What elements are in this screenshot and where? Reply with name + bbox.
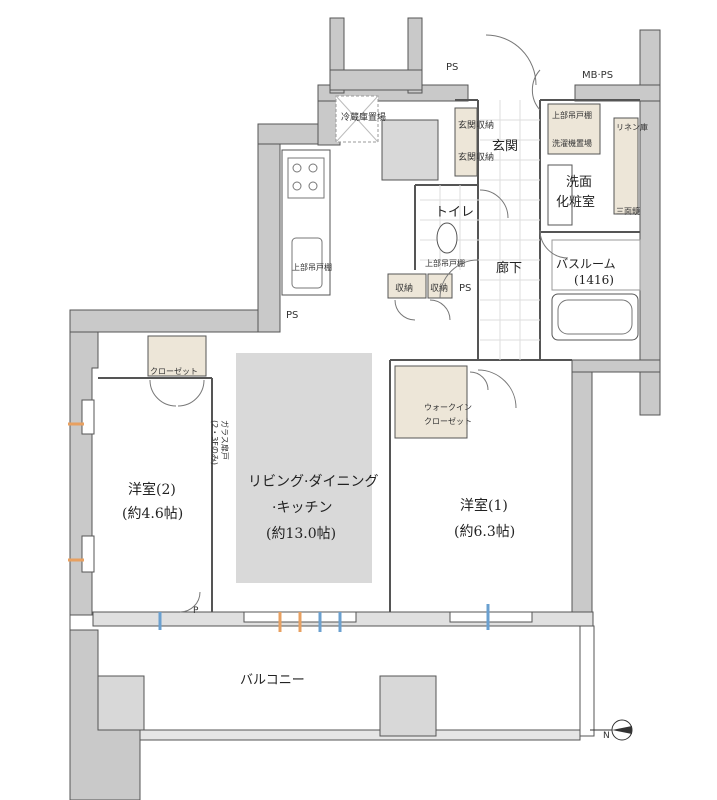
closet-door-left <box>149 379 177 407</box>
western2-window-upper <box>81 399 95 435</box>
bath-label-line1: バスルーム <box>556 257 616 271</box>
glass-door-label-2: (2・3Fのみ) <box>210 420 219 465</box>
door-swings <box>149 34 569 613</box>
western2-size: (約4.6帖) <box>122 506 183 522</box>
ldk-size: (約13.0帖) <box>266 526 336 542</box>
wall-kitchen-left <box>257 123 281 333</box>
p-mark: P <box>193 606 199 616</box>
washbasin <box>547 164 573 226</box>
linen-label: リネン庫 <box>616 122 648 132</box>
linen-storage <box>613 117 639 215</box>
western1-window <box>449 611 533 623</box>
washer-label: 洗濯機置場 <box>552 138 592 148</box>
walkin-label-line2: クローゼット <box>424 416 472 426</box>
western1-size: (約6.3帖) <box>454 524 515 540</box>
balcony-rail <box>139 729 581 741</box>
wall-right-top <box>639 29 661 91</box>
front-door <box>485 34 537 86</box>
fridge-label: 冷蔵庫置場 <box>341 111 386 123</box>
storage-door <box>429 299 451 321</box>
walkin-closet <box>394 365 468 439</box>
washroom-label-line1: 洗面 <box>566 175 592 190</box>
ldk-highlight <box>236 353 372 583</box>
bathtub-inner <box>557 299 633 335</box>
ps-left-label: PS <box>286 310 298 321</box>
burner-icon <box>292 181 302 191</box>
storage-a <box>387 273 427 299</box>
ps-top-label: PS <box>446 62 458 73</box>
structural-column <box>381 119 439 181</box>
ventilation-markers <box>68 422 490 632</box>
upper-shelf-wash-label: 上部吊戸棚 <box>552 110 592 120</box>
burner-icon <box>308 163 318 173</box>
entrance-label: 玄関 <box>492 139 518 154</box>
closet-label: クローゼット <box>150 366 198 376</box>
burner-icon <box>292 163 302 173</box>
balcony-column-left <box>97 675 145 731</box>
fridge-cross <box>335 95 379 143</box>
ldk-label-line2: ·キッチン <box>272 500 332 516</box>
corridor-door <box>439 259 479 299</box>
wall-top-right <box>574 84 661 102</box>
western2-window-lower <box>81 535 95 573</box>
entrance-storage <box>454 107 478 177</box>
stove <box>287 157 325 199</box>
bathtub <box>551 293 639 341</box>
western2-name: 洋室(2) <box>128 481 176 498</box>
walkin-door <box>469 371 489 391</box>
wall-right-lower <box>571 359 593 626</box>
outer-walls <box>69 17 661 800</box>
entrance-door <box>531 69 541 111</box>
dryer-label: 三面鏡 <box>616 206 640 216</box>
walkin-label-line1: ウォークイン <box>424 403 472 412</box>
closet-western2 <box>147 335 207 377</box>
wall-right-step <box>571 359 661 373</box>
glass-door-label-1: ガラス扉戸 <box>220 420 230 460</box>
balcony-label: バルコニー <box>240 673 305 688</box>
burner-icon <box>308 181 318 191</box>
bath-label-line2: (1416) <box>574 273 614 287</box>
corridor-label: 廊下 <box>496 260 522 276</box>
storage-areas <box>147 103 639 439</box>
toilet-icon <box>436 222 458 254</box>
upper-shelf-toilet-label: 上部吊戸棚 <box>425 258 465 268</box>
bath-floor <box>551 239 641 291</box>
mb-ps-label: MB·PS <box>582 70 613 81</box>
north-label: N <box>603 731 610 741</box>
storage-a-label: 収納 <box>395 282 413 294</box>
ps-mid-label: PS <box>459 283 471 294</box>
entrance-storage-label-1: 玄関収納 <box>458 119 494 131</box>
western1-name: 洋室(1) <box>460 497 508 514</box>
storage-b-label: 収納 <box>430 282 448 294</box>
storage-door <box>394 299 416 321</box>
wall-left-upper-horizontal <box>69 309 281 333</box>
north-arrow <box>590 719 633 741</box>
upper-shelf-kitchen-label: 上部吊戸棚 <box>292 262 332 272</box>
balcony-right-edge <box>579 625 595 737</box>
balcony-door-p <box>179 591 201 613</box>
sink <box>291 237 323 289</box>
entrance-storage-label-2: 玄関収納 <box>458 151 494 163</box>
washer-area <box>547 103 601 155</box>
balcony-column-center <box>379 675 437 737</box>
ldk-label-line1: リビング·ダイニング <box>248 474 378 490</box>
corridor-tiles <box>420 100 540 360</box>
toilet-door <box>479 189 509 219</box>
kitchen-counter <box>281 149 331 296</box>
toilet-label: トイレ <box>435 205 474 220</box>
wall-kitchen-top-step <box>257 123 321 145</box>
bath-door <box>539 229 569 259</box>
western1-door <box>477 369 517 409</box>
closet-door-right <box>177 379 205 407</box>
wall-shaft-bottom <box>329 69 423 91</box>
washroom-label-line2: 化粧室 <box>556 194 595 210</box>
